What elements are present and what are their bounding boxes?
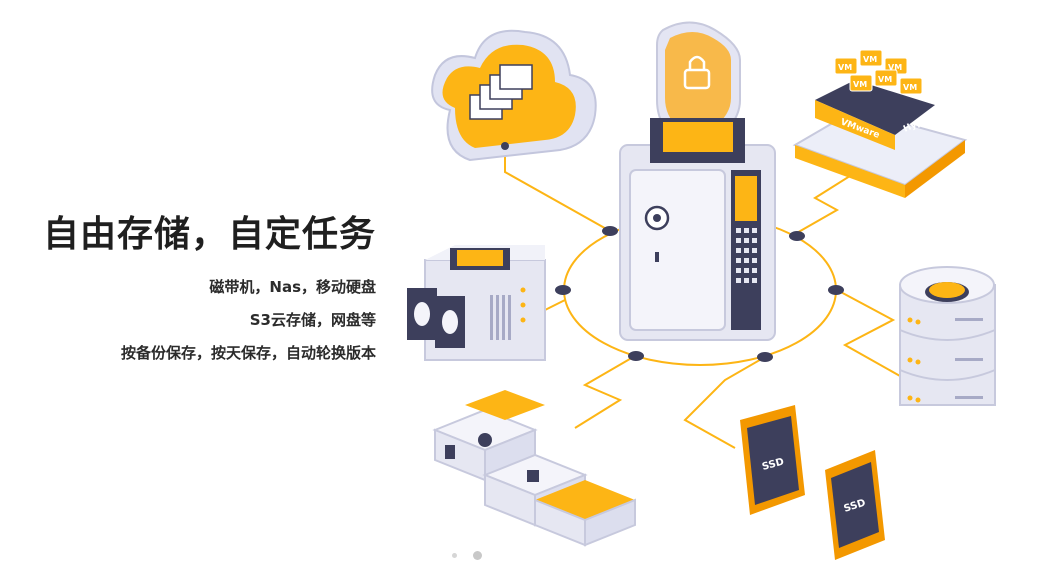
ssd-drive-icon: SSD SSD [740,405,885,560]
vm-badge: VM [838,63,852,72]
vm-badge: VM [863,55,877,64]
office-apps-icon [432,390,636,547]
server-rack-icon: VMware Hyper-V VM VM VM VM VM VM [792,49,968,198]
promo-copy: 自由存储，自定任务 磁带机，Nas，移动硬盘 S3云存储，网盘等 按备份保存，按… [43,205,376,376]
carousel-pager [452,549,482,561]
vm-badge: VM [888,63,902,72]
safe-vault-icon [619,118,776,341]
feature-line-1: 磁带机，Nas，移动硬盘 [209,278,376,296]
feature-line-2: S3云存储，网盘等 [249,311,376,329]
storage-illustration: VMware Hyper-V VM VM VM VM VM VM [395,0,1044,567]
vm-badge: VM [903,83,917,92]
feature-line-3: 按备份保存，按天保存，自动轮换版本 [120,344,376,362]
cloud-folders-icon [431,29,597,162]
storage-network-diagram: VMware Hyper-V VM VM VM VM VM VM [407,21,996,560]
pager-dot-1[interactable] [452,552,457,558]
vm-badge: VM [853,80,867,89]
network-nodes [555,226,844,362]
database-stack-icon [899,266,996,406]
vm-badge: VM [878,75,892,84]
headline: 自由存储，自定任务 [42,214,376,255]
pager-dot-2-active[interactable] [473,550,482,560]
tape-drive-icon [407,245,546,361]
